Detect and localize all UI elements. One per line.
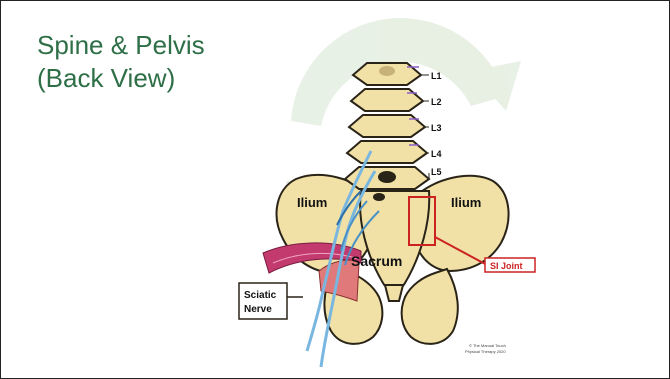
label-ilium-left: Ilium xyxy=(297,195,327,210)
label-l2: L2 xyxy=(431,97,442,107)
label-l3: L3 xyxy=(431,123,442,133)
label-si-joint: SI Joint xyxy=(490,261,523,271)
label-sciatic-line1: Sciatic xyxy=(244,290,277,301)
label-ilium-right: Ilium xyxy=(451,195,481,210)
coccyx-bone xyxy=(385,285,403,301)
sacrum-bone xyxy=(360,191,429,291)
credit-line-2: Physical Therapy 2020 xyxy=(465,349,506,354)
label-sciatic-line2: Nerve xyxy=(244,304,272,315)
right-ischium-bone xyxy=(402,269,458,344)
credit-line-1: © The Manual Touch xyxy=(469,343,506,348)
label-l5: L5 xyxy=(431,167,442,177)
label-l1: L1 xyxy=(431,71,442,81)
label-sacrum: Sacrum xyxy=(351,253,402,269)
label-l4: L4 xyxy=(431,149,442,159)
